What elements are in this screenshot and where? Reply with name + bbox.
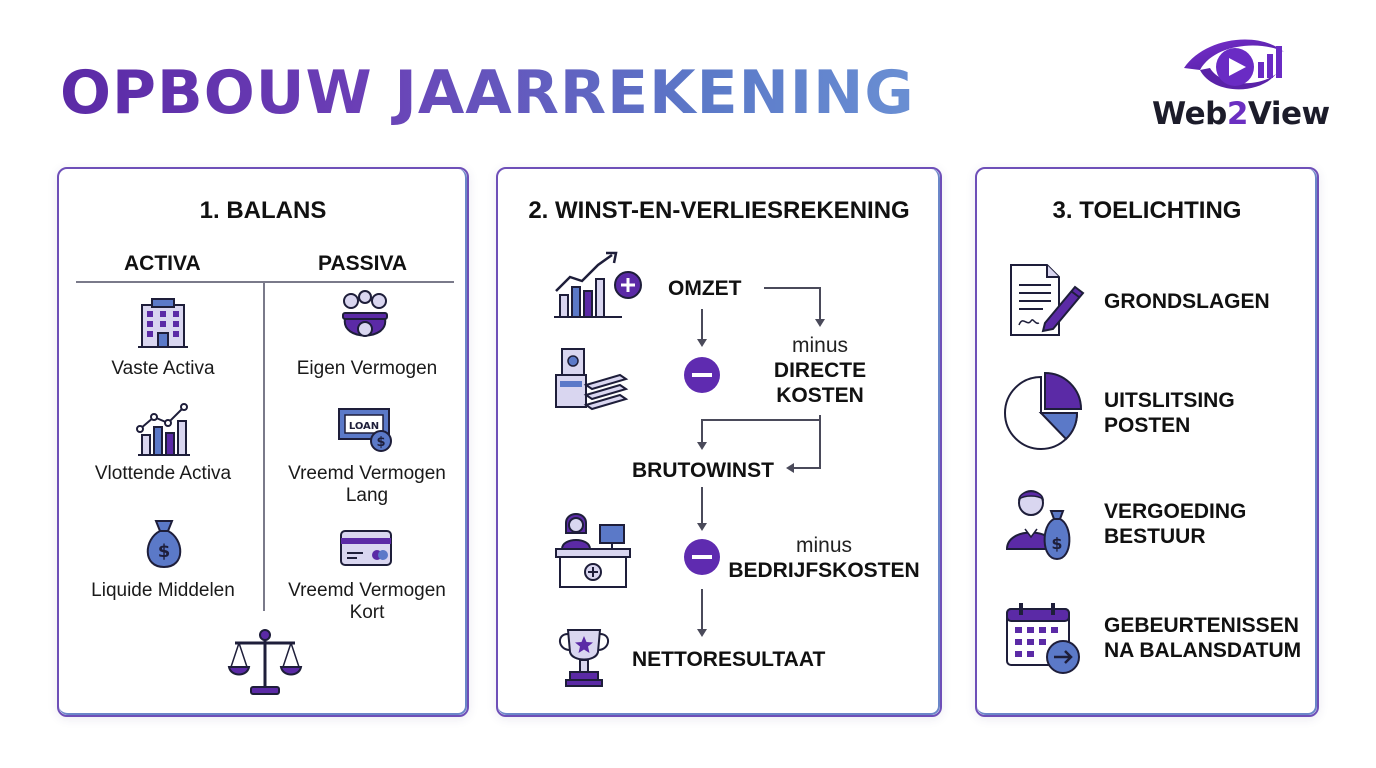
pie-chart-icon	[1004, 371, 1083, 450]
svg-text:$: $	[158, 541, 171, 562]
activa-item-vaste-activa: Vaste Activa	[111, 358, 215, 379]
balans-divider-vertical	[263, 281, 265, 611]
passiva-item-eigen-vermogen: Eigen Vermogen	[296, 358, 438, 379]
toelichting-title: 3. TOELICHTING	[1052, 197, 1242, 224]
revenue-growth-icon	[554, 251, 642, 318]
balans-divider-horizontal	[76, 281, 454, 283]
passiva-header: PASSIVA	[318, 252, 408, 275]
nettoresultaat-label: NETTORESULTAAT	[632, 648, 826, 671]
toelichting-item-uitslitsing-posten: UITSLITSING POSTEN	[1104, 389, 1235, 437]
page-title: OPBOUW JAARREKENING	[60, 58, 915, 128]
money-pot-icon	[342, 290, 388, 337]
activa-header: ACTIVA	[124, 252, 201, 275]
passiva-item-vreemd-vermogen-lang: Vreemd Vermogen Lang	[288, 463, 446, 506]
toelichting-item-grondslagen: GRONDSLAGEN	[1104, 290, 1270, 313]
brutowinst-label: BRUTOWINST	[632, 459, 774, 482]
director-money-icon: $	[1005, 490, 1071, 561]
minus-directe-kosten-label: minus DIRECTE KOSTEN	[773, 334, 867, 407]
toelichting-panel: 3. TOELICHTING GRONDSLAGEN UITSLITSING P…	[975, 167, 1319, 717]
office-worker-desk-icon	[555, 513, 631, 588]
svg-text:$: $	[1051, 534, 1062, 553]
money-bag-icon: $	[146, 520, 182, 569]
web2view-logo: Web2View	[1150, 34, 1330, 144]
activa-item-liquide-middelen: Liquide Middelen	[91, 580, 235, 601]
trophy-icon	[559, 629, 609, 687]
eye-chart-logo-icon	[1184, 39, 1284, 90]
bar-chart-growth-icon	[136, 403, 190, 456]
toelichting-item-vergoeding-bestuur: VERGOEDING BESTUUR	[1104, 500, 1247, 548]
minus-circle-icon	[684, 357, 720, 393]
office-building-icon	[138, 298, 188, 348]
balance-scale-icon	[227, 629, 303, 695]
minus-circle-icon	[684, 539, 720, 575]
balans-title: 1. BALANS	[199, 197, 327, 224]
minus-bedrijfskosten-label: minus BEDRIJFSKOSTEN	[728, 534, 920, 582]
svg-text:$: $	[376, 435, 385, 450]
toelichting-item-gebeurtenissen: GEBEURTENISSEN NA BALANSDATUM	[1104, 614, 1302, 662]
passiva-item-vreemd-vermogen-kort: Vreemd Vermogen Kort	[288, 580, 446, 623]
document-pen-icon	[1010, 264, 1085, 336]
omzet-label: OMZET	[668, 277, 742, 300]
loan-sign-icon: LOAN $	[338, 408, 392, 452]
winst-verlies-title: 2. WINST-EN-VERLIESREKENING	[528, 197, 910, 224]
flow-arrows	[697, 287, 825, 637]
activa-item-vlottende-activa: Vlottende Activa	[94, 463, 232, 484]
svg-text:LOAN: LOAN	[349, 421, 379, 432]
production-materials-icon	[555, 348, 629, 411]
calendar-arrow-icon	[1006, 603, 1080, 674]
winst-verlies-panel: 2. WINST-EN-VERLIESREKENING OMZE	[496, 167, 942, 717]
balans-panel: 1. BALANS ACTIVA PASSIVA Vaste Activa Vl…	[57, 167, 469, 717]
credit-card-icon	[340, 530, 392, 566]
